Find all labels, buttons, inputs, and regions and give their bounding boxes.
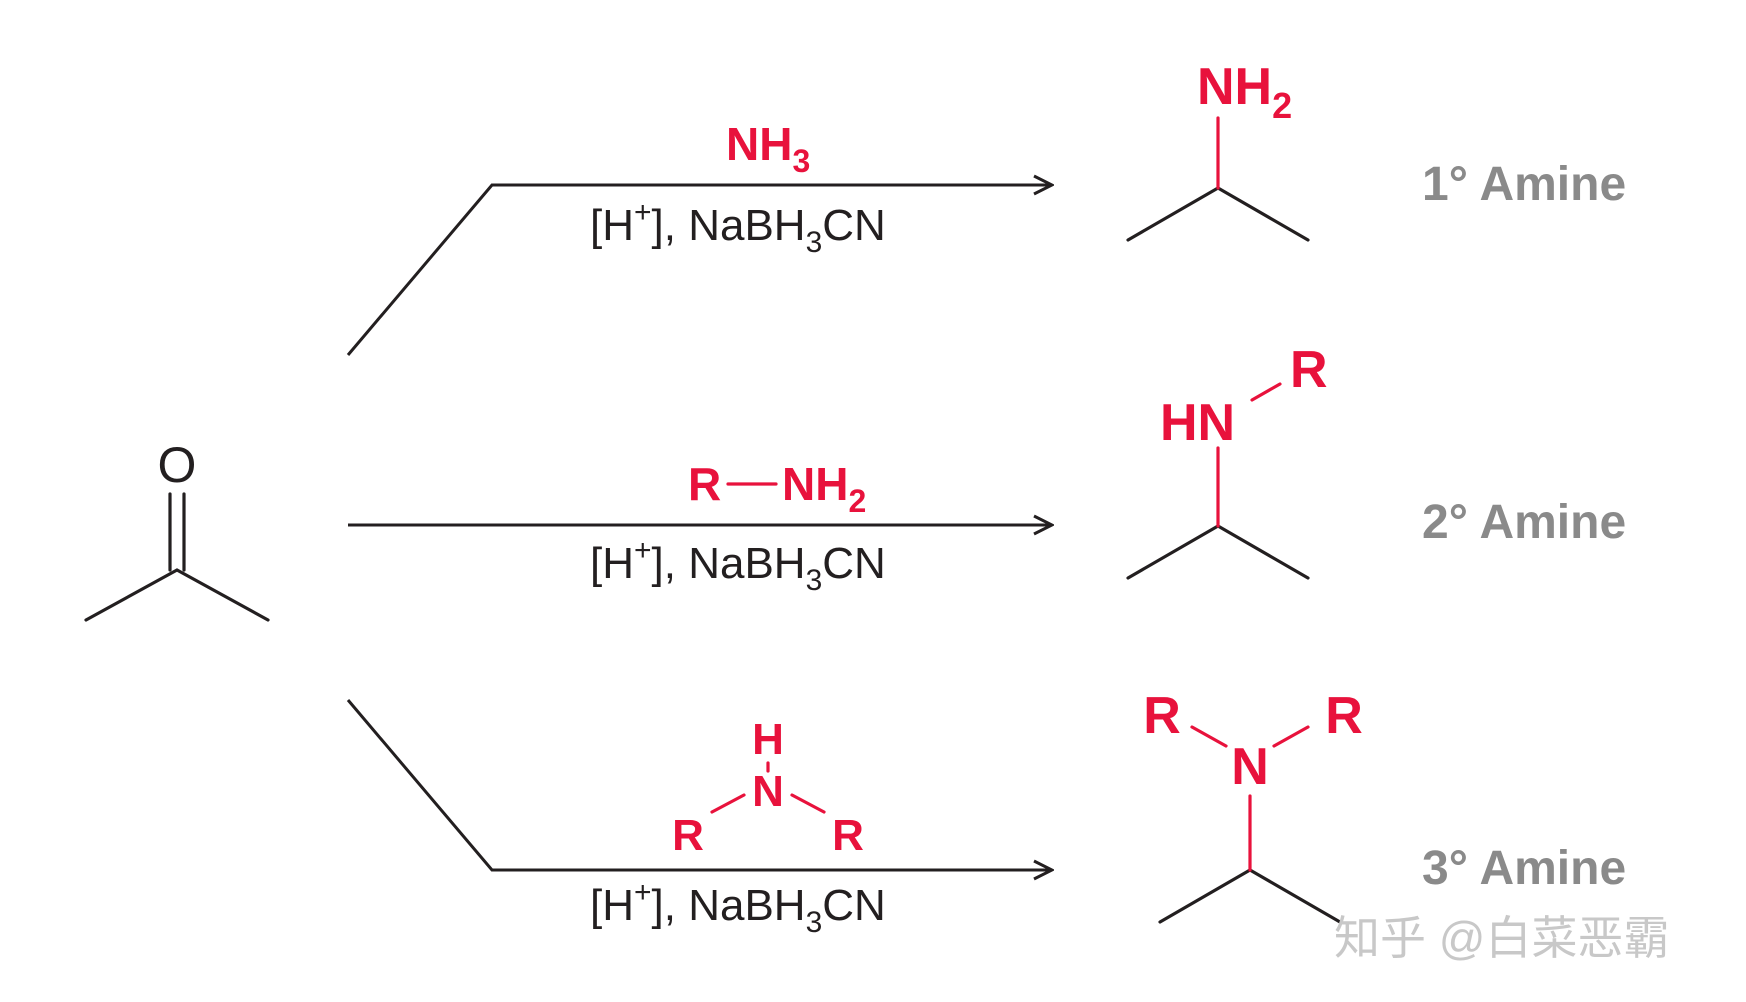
- watermark: 知乎 @白菜恶霸: [1334, 912, 1669, 964]
- secondary-amine-structure: HN R: [1126, 341, 1328, 580]
- label-tertiary-amine: 3° Amine: [1422, 842, 1626, 895]
- label-secondary-amine: 2° Amine: [1422, 496, 1626, 549]
- reaction-arrow-1: [346, 185, 1052, 356]
- methyl-bond-left: [84, 568, 179, 622]
- n-atom: N: [1231, 738, 1269, 796]
- r-group-right: R: [1325, 687, 1363, 745]
- amino-group: NH2: [1197, 58, 1292, 126]
- r-n-bond-right: [790, 793, 826, 814]
- reaction-2: R NH2 [H+], NaBH3CN: [348, 458, 1052, 597]
- reagent-ammonia: NH3: [726, 118, 810, 179]
- reagent-n: N: [752, 767, 784, 816]
- bond-right: [1216, 524, 1310, 580]
- oxygen-atom: O: [158, 437, 197, 493]
- reaction-arrow-3: [346, 699, 1052, 870]
- conditions-3: [H+], NaBH3CN: [590, 876, 886, 939]
- methyl-bond-right: [175, 568, 270, 622]
- label-primary-amine: 1° Amine: [1422, 158, 1626, 211]
- nh-group: HN: [1160, 394, 1235, 452]
- reaction-1: NH3 [H+], NaBH3CN: [346, 118, 1052, 356]
- reagent-amino-group: NH2: [782, 458, 866, 519]
- tertiary-amine-structure: N R R: [1143, 687, 1363, 924]
- primary-amine-structure: NH2: [1126, 58, 1310, 242]
- reagent-h: H: [752, 715, 784, 764]
- r-group: R: [1290, 341, 1328, 399]
- n-r-bond: [1250, 382, 1282, 402]
- reagent-r-right: R: [832, 811, 864, 860]
- acetone-structure: O: [84, 437, 270, 622]
- conditions-1: [H+], NaBH3CN: [590, 196, 886, 259]
- conditions-2: [H+], NaBH3CN: [590, 534, 886, 597]
- reagent-r-left: R: [672, 811, 704, 860]
- n-r-bond-right: [1272, 725, 1310, 748]
- bond-left: [1126, 524, 1220, 580]
- bond-left: [1158, 868, 1252, 924]
- bond-right: [1216, 186, 1310, 242]
- r-n-bond-left: [710, 793, 746, 814]
- reagent-primary-amine: R: [688, 458, 721, 510]
- bond-right: [1248, 868, 1342, 924]
- bond-left: [1126, 186, 1220, 242]
- n-r-bond-left: [1190, 725, 1228, 748]
- reaction-3: H N R R [H+], NaBH3CN: [346, 699, 1052, 939]
- r-group-left: R: [1143, 687, 1181, 745]
